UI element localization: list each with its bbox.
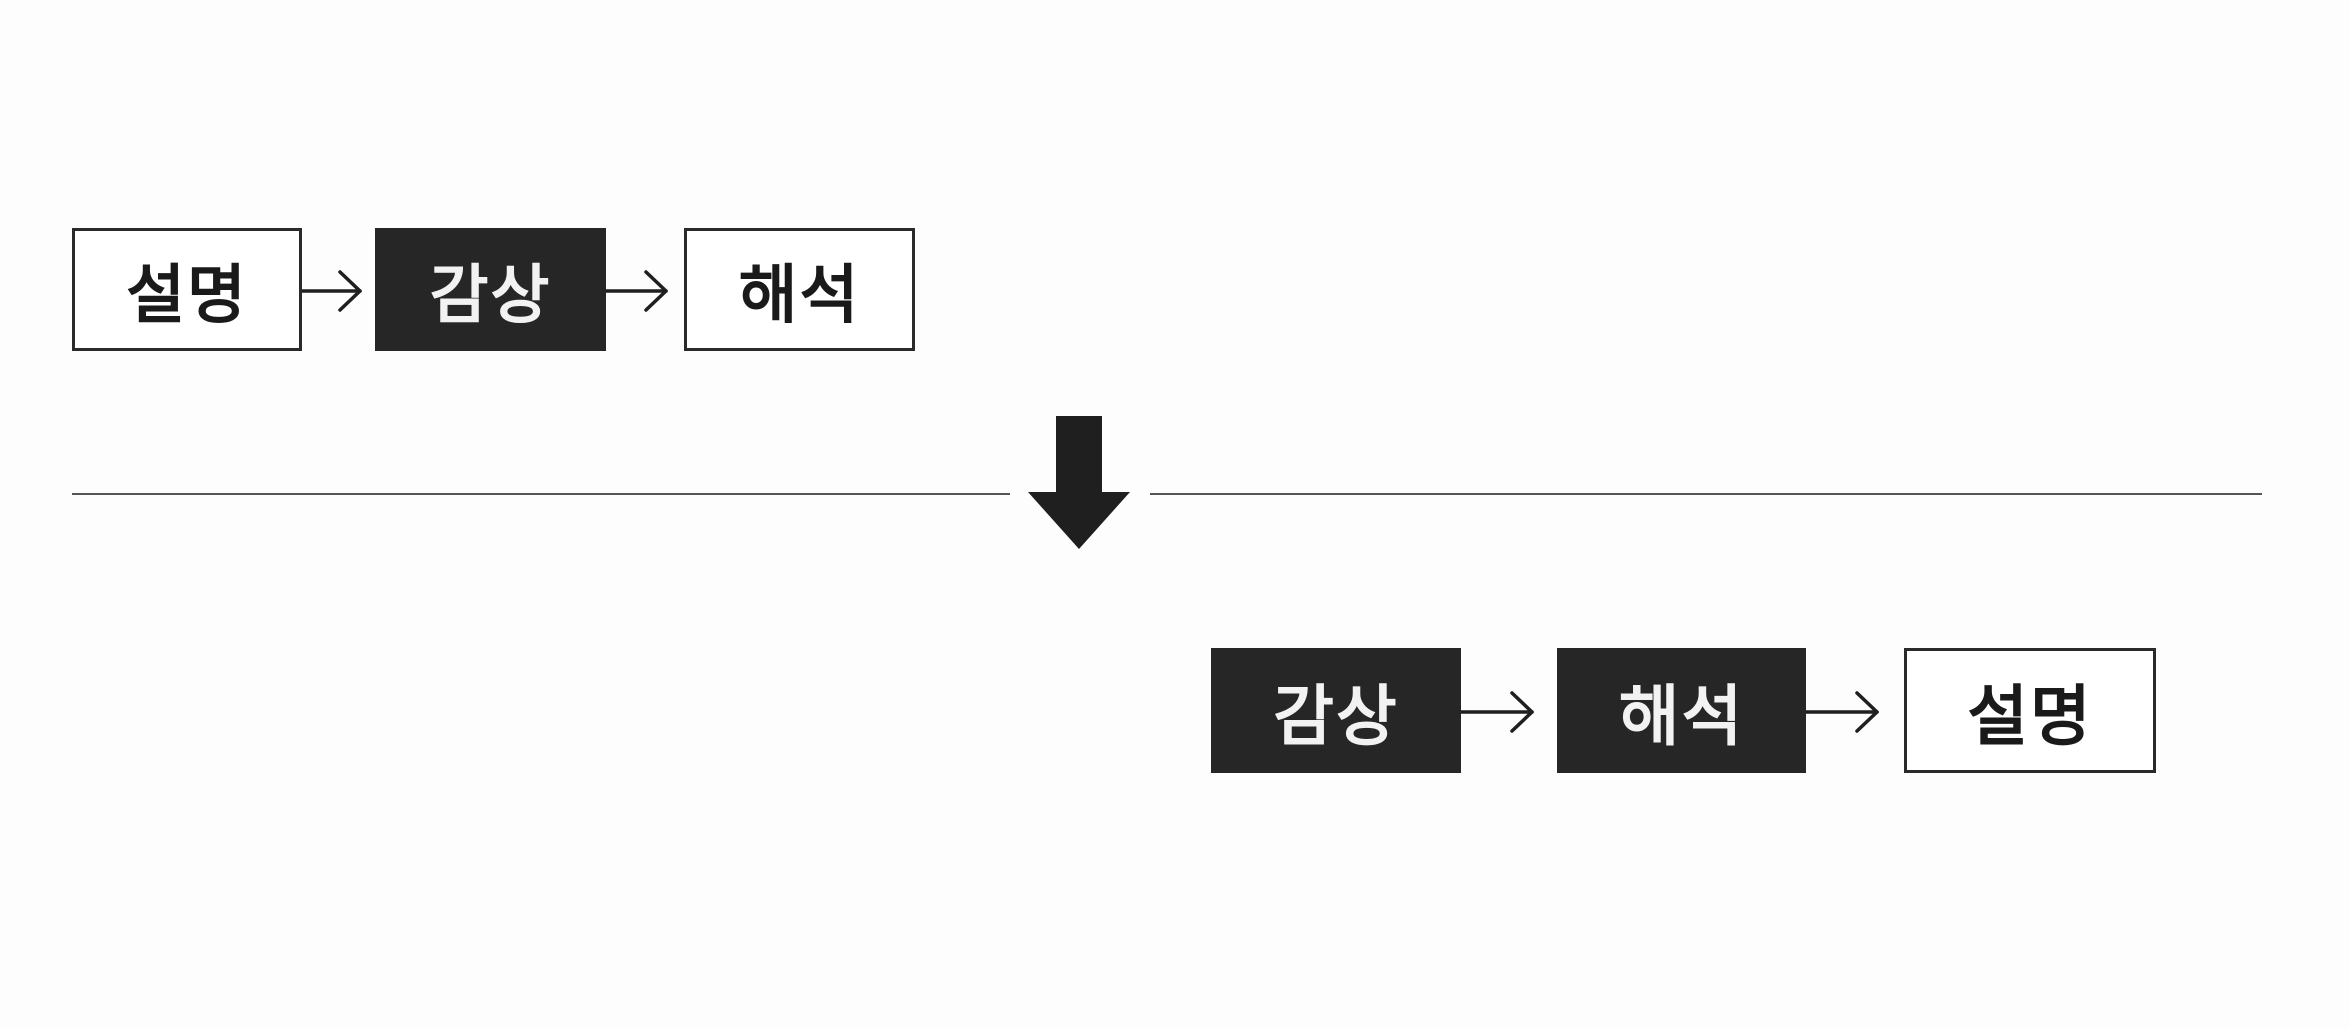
step-box-appreciate: 감상 — [1211, 648, 1461, 773]
arrow-interpret-to-explain-2 — [1804, 691, 1879, 733]
step-label: 감상 — [429, 258, 552, 333]
step-label: 해석 — [1618, 677, 1745, 755]
step-label: 감상 — [1273, 677, 1399, 755]
step-label: 설명 — [1967, 677, 2093, 755]
step-box-appreciate: 감상 — [375, 228, 606, 351]
arrow-explain-to-appreciate — [300, 270, 362, 312]
step-label: 설명 — [126, 258, 248, 333]
transition-down-arrow-icon — [1028, 416, 1130, 549]
step-box-explain: 설명 — [72, 228, 302, 351]
arrow-appreciate-to-interpret-2 — [1459, 691, 1534, 733]
step-box-interpret: 해석 — [1557, 648, 1806, 773]
step-label: 해석 — [738, 258, 861, 333]
step-box-explain: 설명 — [1904, 648, 2156, 773]
step-box-interpret: 해석 — [684, 228, 915, 351]
arrow-appreciate-to-interpret — [604, 270, 668, 312]
